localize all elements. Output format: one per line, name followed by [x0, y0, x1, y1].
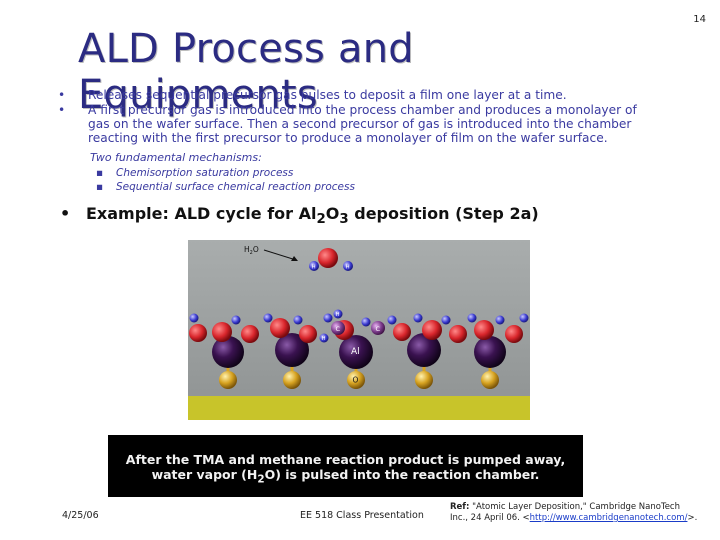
example-heading: • Example: ALD cycle for Al2O3 deposition…: [60, 204, 539, 227]
h2o-arrow: [263, 249, 297, 261]
bullet-item: • A first precursor gas is introduced in…: [58, 103, 658, 145]
svg-text:H: H: [322, 336, 326, 342]
ald-molecule-illustration: H2O H H O Al: [188, 240, 530, 420]
mechanism-item: ▪ Sequential surface chemical reaction pr…: [96, 180, 355, 194]
square-bullet-icon: ▪: [96, 181, 104, 193]
mechanism-item: ▪ Chemisorption saturation process: [96, 166, 355, 180]
example-sub-1: 2: [316, 212, 326, 228]
svg-text:H: H: [312, 265, 316, 271]
caption-banner: [108, 435, 583, 497]
bullet-list: • Releases sequential precursor gas puls…: [58, 88, 658, 146]
ref-label: Ref:: [450, 502, 470, 512]
svg-text:C: C: [336, 325, 341, 333]
caption-text: After the TMA and methane reaction produ…: [110, 452, 581, 488]
bullet-marker: •: [58, 88, 66, 102]
mechanisms-list: ▪ Chemisorption saturation process ▪ Seque…: [96, 166, 355, 194]
svg-text:H: H: [336, 312, 340, 318]
bullet-text: A first precursor gas is introduced into…: [88, 103, 637, 145]
substrate-layer: [188, 396, 530, 420]
ref-link[interactable]: http://www.cambridgenanotech.com/: [529, 513, 688, 523]
ref-text: "Atomic Layer Deposition," Cambridge Nan…: [450, 502, 680, 523]
footer-reference: Ref: "Atomic Layer Deposition," Cambridg…: [450, 502, 700, 524]
mechanism-text: Sequential surface chemical reaction pro…: [116, 181, 355, 193]
page-number: 14: [693, 14, 706, 25]
svg-text:Al: Al: [351, 347, 360, 357]
footer-date: 4/25/06: [62, 510, 99, 521]
slide-title: ALD Process and Equipments: [78, 26, 414, 118]
mechanism-text: Chemisorption saturation process: [116, 167, 294, 179]
caption-line-1: After the TMA and methane reaction produ…: [125, 452, 566, 467]
bullet-text: Releases sequential precursor gas pulses…: [88, 88, 567, 102]
bullet-item: • Releases sequential precursor gas puls…: [58, 88, 658, 102]
oxygen-atom-row: [189, 318, 523, 343]
mechanisms-heading: Two fundamental mechanisms:: [90, 151, 262, 164]
caption-line-2: water vapor (H2O) is pulsed into the rea…: [151, 467, 540, 486]
bullet-marker: •: [60, 204, 71, 223]
square-bullet-icon: ▪: [96, 167, 104, 179]
example-prefix: Example: ALD cycle for Al: [86, 204, 317, 223]
bullet-marker: •: [58, 103, 66, 117]
hydrogen-atom-row: H H: [189, 309, 529, 343]
ref-end: >.: [687, 513, 698, 523]
svg-text:O: O: [353, 376, 359, 385]
svg-text:H: H: [346, 265, 350, 271]
footer-class-label: EE 518 Class Presentation: [300, 510, 424, 521]
water-molecule: H H: [309, 248, 353, 271]
h2o-label: H2O: [244, 245, 259, 256]
aluminum-atom-row: Al: [212, 333, 506, 369]
arrow-head-icon: [291, 256, 298, 261]
svg-text:C: C: [376, 325, 381, 333]
example-suffix: deposition (Step 2a): [348, 204, 539, 223]
methyl-group-row: C C: [331, 321, 385, 335]
example-sub-2: 3: [339, 212, 349, 228]
example-mid: O: [325, 204, 340, 223]
